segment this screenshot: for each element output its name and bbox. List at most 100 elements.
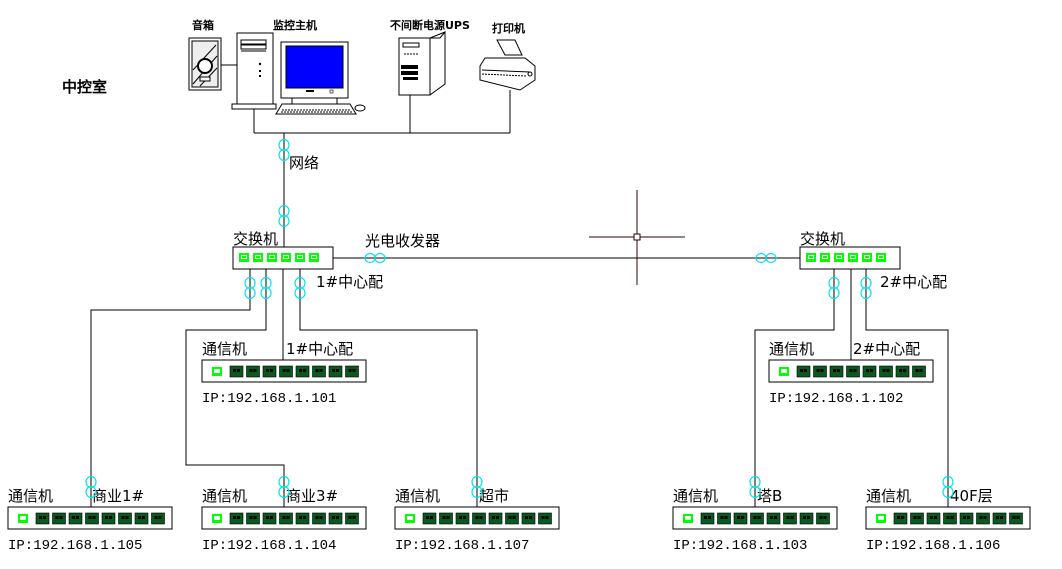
lan-port: [68, 512, 83, 525]
lan-port: [262, 512, 277, 525]
comm-unit: 通信机 2#中心配 IP:192.168.1.102: [768, 340, 934, 407]
switch-port: [834, 253, 844, 262]
switch-port: [309, 253, 319, 262]
speaker-icon: [188, 37, 222, 91]
comm-unit: 通信机 商业3# IP:192.168.1.104: [201, 487, 367, 554]
switch-port: [295, 253, 305, 262]
connector-icon: [860, 276, 872, 300]
lan-port: [700, 512, 715, 525]
uplink-port: [405, 514, 415, 523]
lan-port: [943, 512, 957, 525]
lan-port: [862, 365, 877, 378]
lan-port: [750, 512, 764, 525]
comm-unit-ip: IP:192.168.1.106: [866, 538, 1000, 554]
comm-unit-label: 通信机: [769, 340, 814, 358]
lan-port: [766, 512, 781, 525]
comm-unit-label: 通信机: [866, 487, 911, 505]
connector-icon: [244, 276, 256, 300]
switch-port: [862, 253, 872, 262]
comm-unit-tag: 超市: [479, 487, 509, 505]
monitor-host-label: 监控主机: [273, 18, 317, 32]
connector-icon: [278, 475, 290, 499]
switch-port: [848, 253, 858, 262]
monitor-host-icon: [231, 32, 366, 115]
switch-port: [820, 253, 830, 262]
lan-port: [85, 512, 99, 525]
lan-port: [1009, 512, 1023, 525]
switch-port: [281, 253, 291, 262]
left-distribution-label: 1#中心配: [316, 273, 383, 291]
lan-port: [279, 512, 293, 525]
lan-port: [893, 512, 908, 525]
left-switch-label: 交换机: [233, 230, 278, 248]
lan-port: [976, 512, 990, 525]
comm-unit: 通信机超市IP:192.168.1.107: [394, 487, 560, 554]
lan-port: [959, 512, 974, 525]
crosshair-cursor: [589, 190, 685, 285]
lan-port: [295, 512, 310, 525]
connector-icon: [471, 475, 483, 499]
lan-port: [229, 365, 244, 378]
comm-unit-label: 通信机: [673, 487, 718, 505]
connector-icon: [828, 276, 840, 300]
lan-port: [813, 365, 827, 378]
lan-port: [912, 365, 926, 378]
uplink-port: [212, 514, 222, 523]
lan-port: [816, 512, 830, 525]
right-distribution-label: 2#中心配: [880, 273, 947, 291]
printer-label: 打印机: [492, 21, 525, 35]
comm-unit-tag: 商业1#: [92, 487, 144, 505]
lan-port: [472, 512, 486, 525]
lan-port: [829, 365, 844, 378]
network-label: 网络: [289, 154, 319, 172]
lan-port: [229, 512, 244, 525]
connector-icon: [364, 252, 386, 264]
ups-label: 不间断电源UPS: [390, 18, 470, 32]
switch-port: [806, 253, 816, 262]
lan-port: [246, 365, 260, 378]
comm-unit-tag: 商业3#: [286, 487, 338, 505]
lan-port: [295, 365, 310, 378]
connector-icon: [294, 276, 306, 300]
right-switch-label: 交换机: [800, 230, 845, 248]
left-switch-ports: [239, 253, 319, 262]
lan-port: [895, 365, 910, 378]
lan-port: [328, 512, 343, 525]
switch-port: [253, 253, 263, 262]
lan-port: [151, 512, 165, 525]
connectors: [85, 138, 954, 499]
control-room-title: 中控室: [62, 78, 107, 96]
lan-port: [52, 512, 66, 525]
lan-port: [312, 365, 326, 378]
lan-port: [279, 365, 293, 378]
lan-port: [246, 512, 260, 525]
uplink-port: [779, 367, 789, 376]
lan-port: [35, 512, 50, 525]
comm-unit-label: 通信机: [395, 487, 440, 505]
uplink-port: [876, 514, 886, 523]
ups-icon: [398, 30, 446, 96]
printer-icon: [479, 39, 536, 91]
lan-port: [422, 512, 437, 525]
switch-port: [876, 253, 886, 262]
comm-unit-ip: IP:192.168.1.102: [769, 391, 903, 407]
lan-port: [926, 512, 941, 525]
comm-unit-label: 通信机: [8, 487, 53, 505]
lan-port: [910, 512, 924, 525]
comm-unit-ip: IP:192.168.1.101: [202, 391, 336, 407]
lan-port: [345, 365, 359, 378]
lan-port: [328, 365, 343, 378]
comm-unit-tag: 2#中心配: [853, 340, 920, 358]
speaker-label: 音箱: [192, 18, 214, 32]
lan-port: [846, 365, 860, 378]
lan-port: [312, 512, 326, 525]
lan-port: [733, 512, 748, 525]
uplink-port: [212, 367, 222, 376]
connector-icon: [755, 252, 777, 264]
lan-port: [101, 512, 116, 525]
comm-unit-ip: IP:192.168.1.104: [202, 538, 336, 554]
comm-unit-label: 通信机: [202, 487, 247, 505]
comm-unit-ip: IP:192.168.1.103: [673, 538, 807, 554]
lan-port: [717, 512, 731, 525]
